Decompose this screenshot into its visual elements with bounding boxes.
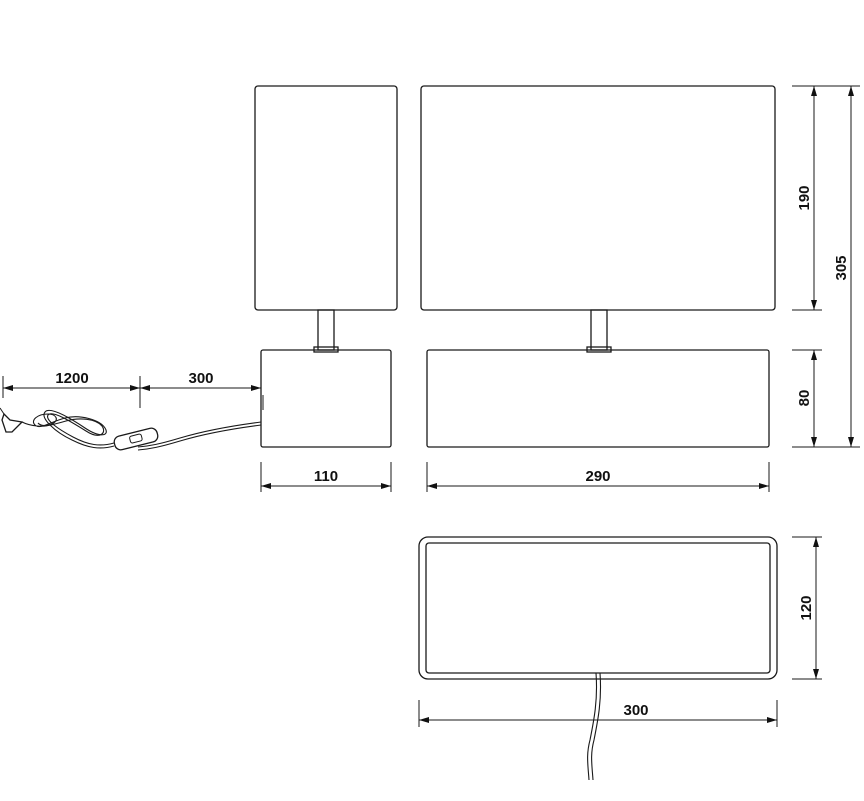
side-shade — [254, 85, 398, 311]
arrowhead — [813, 669, 819, 679]
cord-switch — [113, 427, 159, 451]
arrowhead — [811, 350, 817, 360]
arrowhead — [811, 437, 817, 447]
arrowhead — [140, 385, 150, 391]
label-total-height: 305 — [833, 255, 850, 280]
arrowhead — [261, 483, 271, 489]
side-stem — [317, 309, 335, 351]
front-shade — [420, 85, 776, 311]
label-front-base-width: 290 — [585, 468, 610, 485]
dimension-base-height: 80 — [792, 349, 822, 448]
label-side-base-width: 110 — [314, 468, 338, 485]
side-view — [254, 85, 398, 448]
power-cord — [137, 421, 262, 448]
arrowhead — [251, 385, 261, 391]
dimension-shade-height: 190 — [792, 85, 822, 311]
cord-switch-button — [129, 433, 143, 444]
top-view-cord-second — [591, 672, 602, 781]
arrowhead — [759, 483, 769, 489]
arrowhead — [130, 385, 140, 391]
arrowhead — [848, 86, 854, 96]
arrowhead — [381, 483, 391, 489]
arrowhead — [811, 300, 817, 310]
arrowhead — [3, 385, 13, 391]
power-cord-second — [137, 424, 262, 451]
dimension-switch-distance: 300 — [139, 370, 261, 408]
cord-coil — [21, 410, 115, 449]
top-inner-outline — [425, 542, 771, 674]
dimension-top-width: 300 — [418, 700, 778, 727]
power-plug — [1, 412, 24, 433]
side-base — [260, 349, 392, 448]
cord-coil-second — [37, 413, 115, 446]
label-base-height: 80 — [796, 390, 813, 407]
front-base — [426, 349, 770, 448]
dimension-total-height: 305 — [822, 85, 860, 448]
front-view — [420, 85, 776, 448]
label-top-width: 300 — [623, 702, 648, 719]
top-outer-outline — [418, 536, 778, 680]
top-view — [418, 536, 778, 781]
arrowhead — [767, 717, 777, 723]
arrowhead — [813, 537, 819, 547]
dimension-side-base-width: 110 — [260, 462, 392, 492]
top-view-cord — [587, 672, 598, 781]
label-switch-distance: 300 — [188, 370, 213, 387]
label-cord-length: 1200 — [55, 370, 88, 387]
dimension-front-base-width: 290 — [426, 462, 770, 492]
dimension-top-depth: 120 — [792, 536, 822, 680]
arrowhead — [427, 483, 437, 489]
front-stem — [590, 309, 608, 351]
arrowhead — [419, 717, 429, 723]
label-shade-height: 190 — [796, 185, 813, 210]
power-cord-assembly — [0, 407, 262, 451]
arrowhead — [848, 437, 854, 447]
label-top-depth: 120 — [798, 595, 815, 620]
plug-pin — [0, 407, 5, 415]
dimension-cord-length: 1200 — [2, 370, 140, 398]
arrowhead — [811, 86, 817, 96]
